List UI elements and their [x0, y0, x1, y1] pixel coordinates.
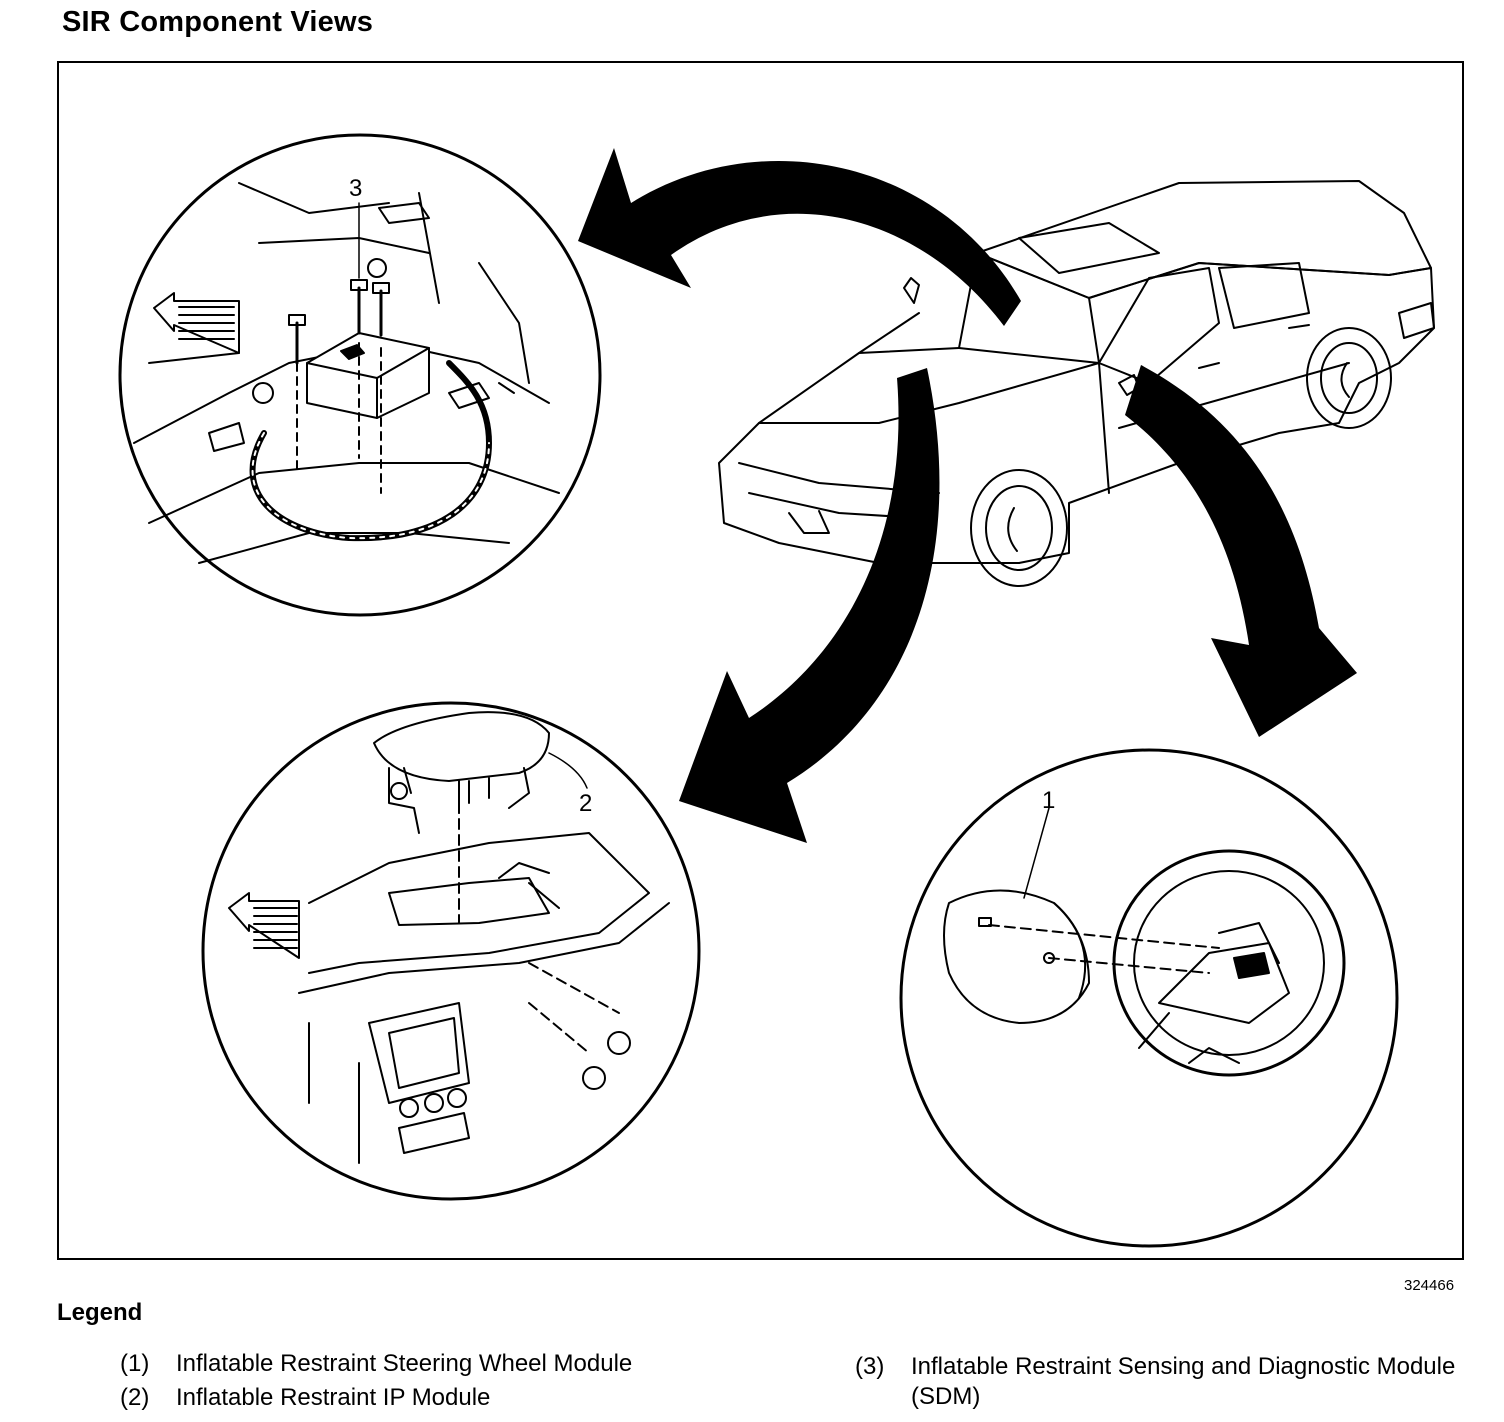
page-title: SIR Component Views — [62, 6, 374, 38]
arrow-to-ip-module — [679, 368, 940, 843]
ip-module-detail-view: 2 — [201, 701, 701, 1201]
legend-item-number: (1) — [120, 1350, 150, 1377]
legend-heading: Legend — [57, 1299, 143, 1326]
legend-item-number: (3) — [855, 1353, 885, 1380]
legend-item-text: Inflatable Restraint Steering Wheel Modu… — [176, 1350, 633, 1377]
figure-frame: 3 — [57, 61, 1464, 1260]
sdm-detail-view: 3 — [118, 133, 602, 617]
legend-item-text: Inflatable Restraint Sensing and Diagnos… — [911, 1353, 1456, 1410]
figure-id: 324466 — [1404, 1277, 1455, 1294]
arrow-to-steering-module — [1125, 365, 1357, 737]
callout-2: 2 — [579, 790, 592, 817]
legend-item-number: (2) — [120, 1384, 150, 1411]
callout-1: 1 — [1042, 787, 1055, 814]
steering-module-detail-view: 1 — [899, 748, 1399, 1248]
legend-item-text: Inflatable Restraint IP Module — [176, 1384, 491, 1411]
sir-component-diagram: 3 — [118, 133, 1435, 1248]
callout-3: 3 — [349, 175, 362, 202]
arrow-to-sdm — [578, 148, 1021, 326]
car-illustration — [718, 180, 1435, 587]
